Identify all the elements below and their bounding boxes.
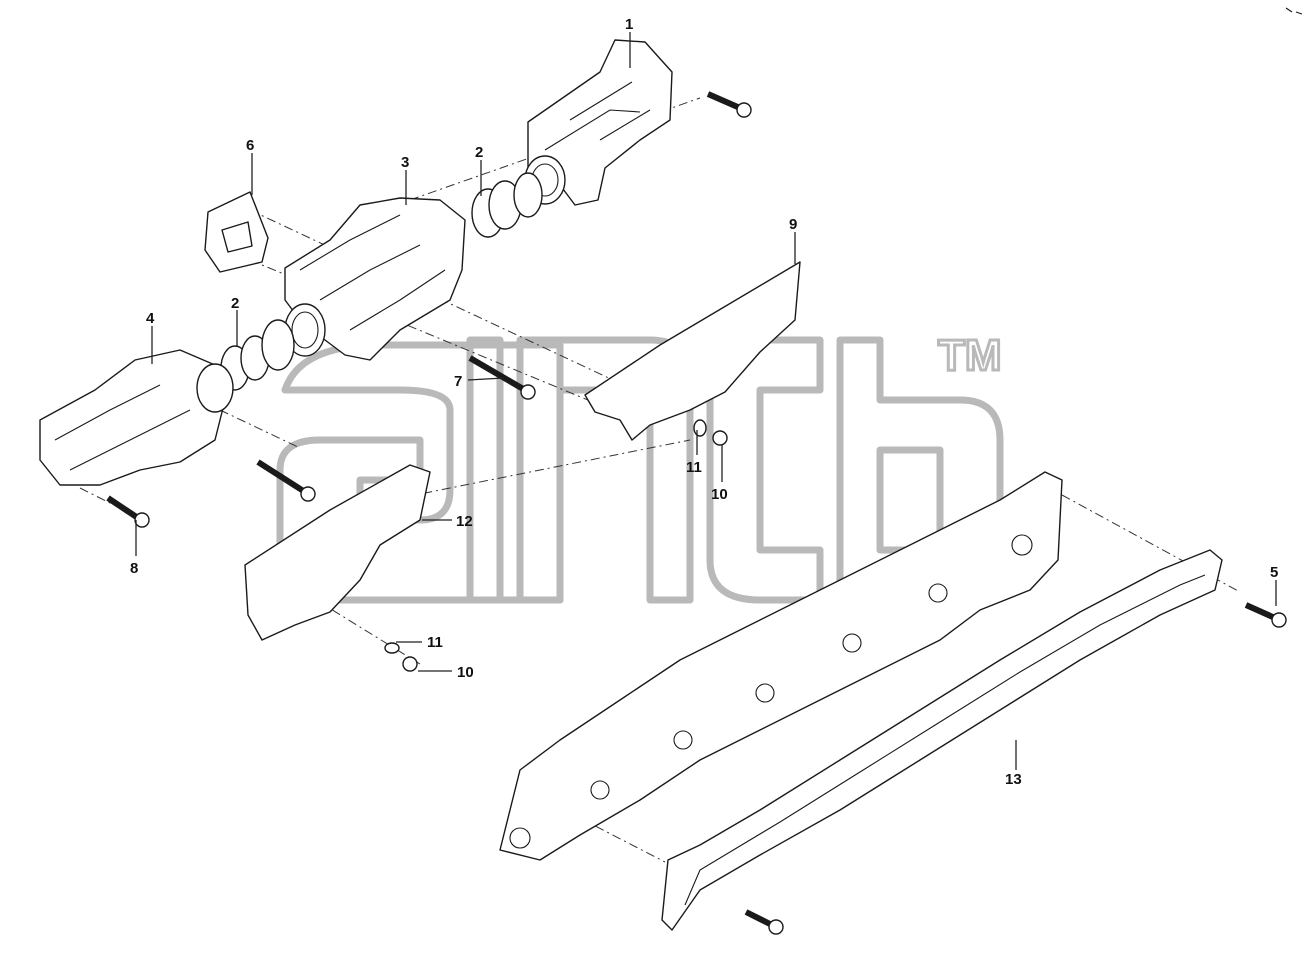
watermark-tm: TM: [938, 331, 1002, 380]
bolt-part-8: [106, 495, 150, 528]
heat-shield-part-12: [244, 464, 431, 641]
gasket-part-6: [204, 191, 269, 273]
callout-9: 9: [789, 216, 797, 233]
manifold-front-section: [39, 349, 234, 486]
callout-10-upper: 10: [711, 486, 728, 503]
manifold-center-section: [284, 197, 466, 361]
callout-7: 7: [454, 373, 462, 390]
callout-5: 5: [1270, 564, 1278, 581]
callout-10-lower: 10: [457, 664, 474, 681]
corner-mark: [1285, 7, 1303, 15]
callout-2-upper: 2: [475, 144, 483, 161]
callout-labels: 1 2 2 3 4 5 6 7 8 9 10 10 11 11 12 13: [130, 16, 1278, 788]
bolt-part-5: [1244, 602, 1287, 628]
callout-4: 4: [146, 310, 155, 327]
manifold-rear-section: [524, 39, 673, 206]
bolt-part-7: [468, 355, 536, 400]
callout-2-lower: 2: [231, 295, 239, 312]
callout-8: 8: [130, 560, 138, 577]
large-manifold-gasket: [499, 471, 1063, 861]
callout-11-upper: 11: [686, 459, 702, 476]
callout-leaders: [135, 32, 1277, 770]
callout-13: 13: [1005, 771, 1022, 788]
gasket-part-13-inner: [684, 574, 1206, 906]
bolt-part-1: [706, 91, 752, 118]
callout-11-lower: 11: [427, 634, 443, 651]
callout-1: 1: [625, 16, 633, 33]
gasket-part-13: [661, 549, 1223, 931]
callout-6: 6: [246, 137, 254, 154]
seal-rings-upper: [471, 172, 543, 238]
callout-12: 12: [456, 513, 473, 530]
stud-lower-left: [256, 459, 316, 502]
bolt-lower: [744, 909, 784, 935]
seal-rings-lower: [220, 319, 295, 391]
callout-3: 3: [401, 154, 409, 171]
heat-shield-part-9: [584, 261, 801, 441]
gasket-port-holes: [509, 534, 1033, 849]
washer-bolt-lower: [384, 642, 418, 672]
